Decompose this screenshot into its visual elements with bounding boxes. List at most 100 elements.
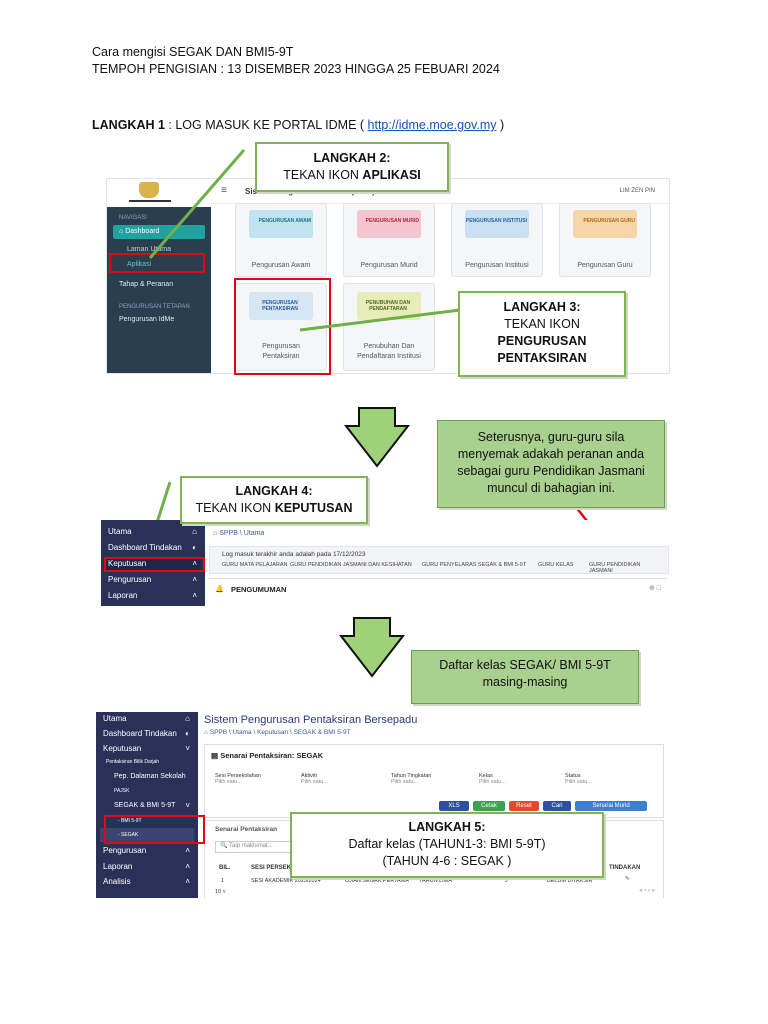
nav-segak[interactable]: - SEGAK bbox=[100, 828, 194, 842]
sidebar-item-laman-utama[interactable]: Laman Utama bbox=[127, 246, 171, 253]
tile-pengurusan-murid[interactable]: PENGURUSAN MURID Pengurusan Murid bbox=[343, 203, 435, 277]
sidebar-item-aplikasi[interactable]: Aplikasi bbox=[127, 261, 152, 268]
tile-pengurusan-guru[interactable]: PENGURUSAN GURU Pengurusan Guru bbox=[559, 203, 651, 277]
role-tab[interactable]: GURU KELAS bbox=[538, 562, 574, 568]
nav-label: Utama bbox=[103, 714, 127, 723]
pagination-icon[interactable]: « ‹ › » bbox=[639, 888, 655, 894]
step4-bold: KEPUTUSAN bbox=[274, 501, 353, 515]
penubuhan-institusi-icon: PENUBUHAN DAN PENDAFTARAN bbox=[357, 292, 421, 320]
filter-select[interactable]: Pilih satu... bbox=[565, 779, 592, 785]
nav-laporan[interactable]: Laporan˄ bbox=[100, 860, 194, 874]
breadcrumb-text[interactable]: SPPB \ Utama \ Keputusan \ SEGAK & BMI 5… bbox=[209, 729, 351, 736]
role-tab-guru-pendidikan-jasmani[interactable]: GURU PENDIDIKAN JASMANI bbox=[589, 562, 641, 574]
list-icon: ▤ bbox=[211, 751, 219, 760]
sidebar-item-tahap[interactable]: Tahap & Peranan bbox=[119, 281, 174, 288]
pengurusan-pentaksiran-icon: PENGURUSAN PENTAKSIRAN bbox=[249, 292, 313, 320]
filter-select[interactable]: Pilih satu... bbox=[215, 779, 242, 785]
filter-label: Aktiviti bbox=[301, 773, 317, 779]
nav-label: Dashboard Tindakan bbox=[103, 729, 177, 738]
tile-pengurusan-institusi[interactable]: PENGURUSAN INSTITUSI Pengurusan Institus… bbox=[451, 203, 543, 277]
list-title: Senarai Pentaksiran bbox=[215, 826, 278, 833]
nav-keputusan[interactable]: Keputusan˄ bbox=[105, 557, 201, 571]
nav-pajsk[interactable]: PAJSK bbox=[114, 788, 130, 794]
step3-text: TEKAN IKON bbox=[504, 317, 580, 331]
nav-utama[interactable]: Utama⌂ bbox=[105, 525, 201, 539]
filter-label: Kelas bbox=[479, 773, 493, 779]
chevron-down-icon: ˅ bbox=[185, 801, 190, 810]
filter-select[interactable]: Pilih satu... bbox=[301, 779, 328, 785]
home-icon: ⌂ bbox=[185, 714, 190, 723]
down-arrow-icon bbox=[338, 617, 406, 678]
nav-bmi-5-9t[interactable]: - BMI 5-9T bbox=[118, 818, 142, 824]
sidebar-item-dashboard-label: Dashboard bbox=[125, 228, 160, 235]
senarai-murid-button[interactable]: Senarai Murid bbox=[575, 801, 647, 811]
xls-button[interactable]: XLS bbox=[439, 801, 469, 811]
nav-dashboard-tindakan[interactable]: Dashboard Tindakan◐ bbox=[105, 541, 201, 555]
tile-label: Pengurusan Guru bbox=[577, 262, 633, 269]
tile-label: Pengurusan Pentaksiran bbox=[262, 343, 300, 360]
role-tab[interactable]: GURU PENYELARAS SEGAK & BMI 5-9T bbox=[422, 562, 527, 568]
doc-heading-line2: TEMPOH PENGISIAN : 13 DISEMBER 2023 HING… bbox=[92, 62, 500, 76]
home-icon[interactable]: ⌂ bbox=[204, 729, 208, 736]
nav-dashboard-tindakan[interactable]: Dashboard Tindakan◐ bbox=[100, 727, 194, 741]
search-placeholder: Taip maklumat... bbox=[229, 843, 273, 849]
sppb-screenshot-utama: Utama⌂ Dashboard Tindakan◐ Keputusan˄ Pe… bbox=[101, 520, 674, 606]
filter-select[interactable]: Pilih satu... bbox=[479, 779, 506, 785]
step1-line: LANGKAH 1 : LOG MASUK KE PORTAL IDME ( h… bbox=[92, 117, 504, 133]
step2-bold: APLIKASI bbox=[362, 168, 421, 182]
nav-pep-dalaman-sekolah[interactable]: Pep. Dalaman Sekolah bbox=[114, 773, 186, 780]
highlight-aplikasi bbox=[109, 253, 205, 273]
sidebar-item-dashboard[interactable]: ⌂ Dashboard bbox=[113, 225, 205, 239]
nav-utama[interactable]: Utama ⌂ bbox=[100, 712, 194, 726]
filter-label: Sesi Persekolahan bbox=[215, 773, 261, 779]
role-tab[interactable]: GURU MATA PELAJARAN bbox=[222, 562, 288, 568]
breadcrumb-utama: ⌂ SPPB \ Utama bbox=[213, 530, 264, 537]
role-tab[interactable]: GURU PENDIDIKAN JASMANI DAN KESIHATAN bbox=[290, 562, 412, 568]
nav-keputusan[interactable]: Keputusan˅ bbox=[100, 742, 194, 756]
idme-link[interactable]: http://idme.moe.gov.my bbox=[367, 118, 497, 132]
down-arrow-icon bbox=[343, 407, 411, 468]
cetak-button[interactable]: Cetak bbox=[473, 801, 505, 811]
kpm-logo bbox=[107, 179, 211, 207]
nav-pentaksiran-bilik-darjah[interactable]: Pentaksiran Bilik Darjah bbox=[106, 759, 160, 765]
step5-title: LANGKAH 5: bbox=[408, 820, 486, 834]
sidebar-item-pengurusan-idme[interactable]: Pengurusan IdMe bbox=[119, 316, 175, 323]
senarai-pentaksiran-panel: ▤ Senarai Pentaksiran: SEGAK Sesi Persek… bbox=[204, 744, 664, 818]
doc-heading-line1: Cara mengisi SEGAK DAN BMI5-9T bbox=[92, 45, 294, 59]
cell: J bbox=[505, 878, 508, 884]
nav-laporan[interactable]: Laporan˄ bbox=[105, 589, 201, 603]
panel-controls-icon[interactable]: ⊕ □ bbox=[648, 585, 661, 592]
tile-pengurusan-awam[interactable]: PENGURUSAN AWAM Pengurusan Awam bbox=[235, 203, 327, 277]
edit-icon[interactable]: ✎ bbox=[625, 876, 630, 882]
nav-label: Pengurusan bbox=[108, 575, 152, 584]
nav-pengurusan[interactable]: Pengurusan˄ bbox=[100, 844, 194, 858]
filter-select[interactable]: Pilih satu... bbox=[391, 779, 418, 785]
nav-analisis[interactable]: Analisis˄ bbox=[100, 875, 194, 889]
tile-penubuhan-pendaftaran-institusi[interactable]: PENUBUHAN DAN PENDAFTARAN Penubuhan Dan … bbox=[343, 283, 435, 371]
chevron-up-icon: ˄ bbox=[192, 559, 197, 568]
nav-segak-bmi[interactable]: SEGAK & BMI 5-9T ˅ bbox=[100, 799, 194, 813]
tile-pengurusan-pentaksiran[interactable]: PENGURUSAN PENTAKSIRAN Pengurusan Pentak… bbox=[235, 283, 327, 371]
hamburger-icon[interactable]: ≡ bbox=[221, 185, 227, 196]
nav-label: SEGAK & BMI 5-9T bbox=[114, 802, 176, 809]
last-login-text: Log masuk terakhir anda adalah pada 17/1… bbox=[222, 551, 366, 558]
note-daftar-kelas: Daftar kelas SEGAK/ BMI 5-9T masing-masi… bbox=[411, 650, 639, 704]
connector-step3 bbox=[299, 308, 461, 332]
step3-title: LANGKAH 3: bbox=[503, 300, 581, 314]
home-icon: ⌂ bbox=[192, 527, 197, 536]
reset-button[interactable]: Reset bbox=[509, 801, 539, 811]
bell-icon: 🔔 bbox=[215, 586, 224, 593]
page-size-select[interactable]: 10 ˅ bbox=[215, 889, 226, 895]
callout-step4: LANGKAH 4: TEKAN IKON KEPUTUSAN bbox=[180, 476, 368, 524]
cari-button[interactable]: Cari bbox=[543, 801, 571, 811]
breadcrumb-text[interactable]: SPPB \ Utama bbox=[219, 530, 265, 537]
home-icon[interactable]: ⌂ bbox=[213, 530, 218, 537]
nav-pengurusan[interactable]: Pengurusan˄ bbox=[105, 573, 201, 587]
idme-user-name[interactable]: LIM ZEN PIN bbox=[619, 188, 655, 194]
chevron-up-icon: ˄ bbox=[185, 877, 190, 886]
